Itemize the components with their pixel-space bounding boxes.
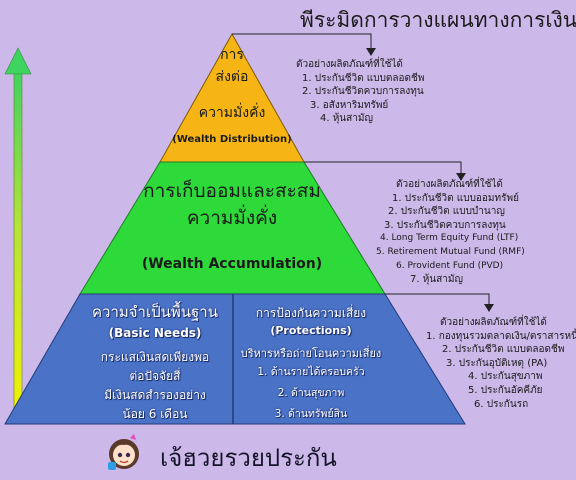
basic-needs-line-4: น้อย 6 เดือน	[122, 407, 188, 421]
top-tier-label: การ ส่งต่อ	[197, 44, 267, 88]
top-product-1: 1. ประกันชีวิต แบบตลอดชีพ	[302, 72, 425, 84]
connector-top	[232, 33, 372, 50]
top-product-3: 3. อสังหาริมทรัพย์	[310, 99, 389, 111]
growth-arrow-head	[4, 47, 32, 75]
base-product-5: 5. ประกันอัคคีภัย	[468, 384, 543, 396]
protections-list: 1. ด้านรายได้ครอบครัว 2. ด้านสุขภาพ 3. ด…	[236, 362, 386, 425]
protections-title: การป้องกันความเสี่ยง	[255, 306, 367, 320]
middle-product-1: 1. ประกันชีวิต แบบออมทรัพย์	[392, 192, 519, 204]
base-product-1: 1. กองทุนรวมตลาดเงิน/ตราสารหนี้	[426, 330, 576, 342]
basic-needs-details: กระแสเงินสดเพียงพอ ต่อปัจจัยสี่ มีเงินสด…	[78, 348, 232, 424]
connector-base	[385, 293, 490, 306]
top-tier-line-1: การ	[220, 47, 244, 63]
base-product-4: 4. ประกันสุขภาพ	[468, 371, 543, 383]
protections-subtitle: บริหารหรือถ่ายโอนความเสี่ยง	[240, 347, 382, 360]
avatar-icon	[108, 434, 139, 470]
middle-tier-line-1: การเก็บออมและสะสม	[143, 180, 321, 202]
middle-product-2: 2. ประกันชีวิต แบบบำนาญ	[388, 206, 505, 218]
base-product-3: 3. ประกันอุบัติเหตุ (PA)	[446, 357, 548, 369]
base-product-6: 6. ประกันรถ	[474, 398, 529, 410]
brand-name: เจ้ฮวยรวยประกัน	[160, 444, 337, 472]
protections-item-2: 2. ด้านสุขภาพ	[277, 387, 345, 399]
protections-item-1: 1. ด้านรายได้ครอบครัว	[257, 366, 365, 378]
top-product-2: 2. ประกันชีวิตควบการลงทุน	[302, 86, 424, 98]
top-product-4: 4. หุ้นสามัญ	[320, 113, 373, 125]
top-products-box: ตัวอย่างผลิตภัณฑ์ที่ใช้ได้ 1. ประกันชีวิ…	[296, 58, 424, 126]
middle-tier-label: การเก็บออมและสะสม ความมั่งคั่ง	[130, 178, 334, 232]
base-products-heading: ตัวอย่างผลิตภัณฑ์ที่ใช้ได้	[440, 317, 547, 328]
basic-needs-english: (Basic Needs)	[108, 326, 202, 340]
middle-product-4: 4. Long Term Equity Fund (LTF)	[380, 233, 519, 244]
basic-needs-title: ความจำเป็นพื้นฐาน	[92, 303, 218, 321]
middle-tier-english: (Wealth Accumulation)	[141, 256, 323, 272]
top-tier-line-2: ส่งต่อ	[215, 69, 249, 85]
middle-tier-line-2: ความมั่งคั่ง	[186, 207, 278, 229]
base-product-2: 2. ประกันชีวิต แบบตลอดชีพ	[442, 344, 565, 356]
middle-products-box: ตัวอย่างผลิตภัณฑ์ที่ใช้ได้ 1. ประกันชีวิ…	[376, 178, 525, 287]
basic-needs-line-3: มีเงินสดสำรองอย่าง	[104, 388, 206, 402]
pyramid-base-tier	[4, 293, 466, 425]
diagram-title: พีระมิดการวางแผนทางการเงิน	[300, 8, 576, 32]
top-tier-line-3: ความมั่งคั่ง	[198, 105, 266, 121]
middle-product-5: 5. Retirement Mutual Fund (RMF)	[376, 246, 525, 257]
basic-needs-line-1: กระแสเงินสดเพียงพอ	[100, 350, 210, 364]
protections-item-3: 3. ด้านทรัพย์สิน	[274, 408, 348, 420]
growth-arrow-shaft	[13, 71, 23, 418]
top-products-heading: ตัวอย่างผลิตภัณฑ์ที่ใช้ได้	[296, 59, 403, 70]
middle-product-7: 7. หุ้นสามัญ	[410, 274, 463, 286]
basic-needs-line-2: ต่อปัจจัยสี่	[129, 369, 181, 383]
protections-english: (Protections)	[270, 324, 352, 337]
top-tier-english: (Wealth Distribution)	[172, 134, 292, 145]
middle-product-6: 6. Provident Fund (PVD)	[396, 260, 504, 271]
connector-middle	[304, 161, 462, 175]
middle-products-heading: ตัวอย่างผลิตภัณฑ์ที่ใช้ได้	[396, 179, 503, 190]
base-products-box: ตัวอย่างผลิตภัณฑ์ที่ใช้ได้ 1. กองทุนรวมต…	[416, 316, 576, 411]
middle-product-3: 3. ประกันชีวิตควบการลงทุน	[384, 219, 506, 231]
